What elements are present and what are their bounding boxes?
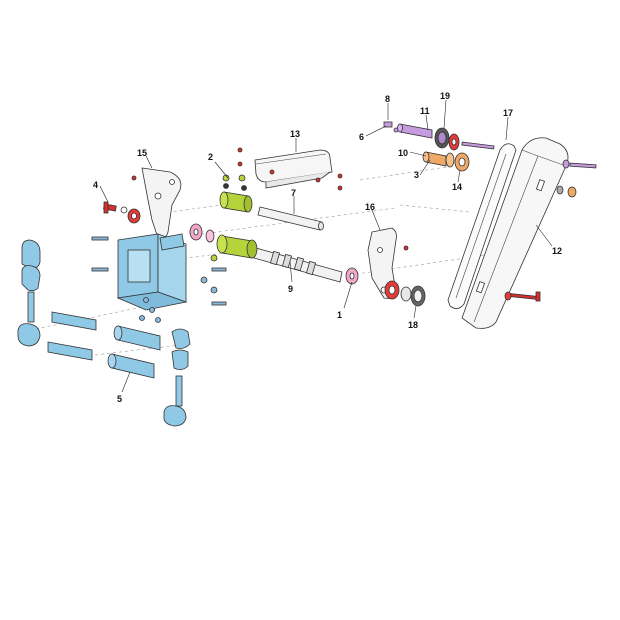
part-4-bolt-washer xyxy=(103,201,141,224)
part-13-cover-plate xyxy=(254,149,333,189)
blue-screws xyxy=(91,236,227,323)
part-11-pin xyxy=(397,123,433,139)
part-9-shaft xyxy=(253,247,343,283)
label-7: 7 xyxy=(291,188,296,198)
blue-linkage-rods xyxy=(17,239,191,427)
label-5: 5 xyxy=(117,394,122,404)
part-12-side-arm xyxy=(461,137,569,329)
label-4: 4 xyxy=(93,180,98,190)
label-1: 1 xyxy=(337,310,342,320)
small-red-screws xyxy=(131,147,409,251)
label-16: 16 xyxy=(365,202,375,212)
label-15: 15 xyxy=(137,148,147,158)
part-18-bearing-washers xyxy=(384,280,426,307)
part-labels: 1 2 3 4 5 6 7 8 9 10 11 12 13 14 15 16 1… xyxy=(93,91,562,404)
label-11: 11 xyxy=(420,106,430,116)
label-9: 9 xyxy=(288,284,293,294)
part-7-rod xyxy=(257,206,324,231)
leader-lines xyxy=(99,99,553,393)
part-19-gear-pulley xyxy=(434,127,495,151)
part-5-frame xyxy=(116,233,188,311)
label-18: 18 xyxy=(408,320,418,330)
part-17-belt xyxy=(447,143,517,309)
label-8: 8 xyxy=(385,94,390,104)
right-upper-bolt xyxy=(556,159,597,198)
label-19: 19 xyxy=(440,91,450,101)
label-17: 17 xyxy=(503,108,513,118)
part-2-bushings xyxy=(210,174,258,262)
label-2: 2 xyxy=(208,152,213,162)
label-10: 10 xyxy=(398,148,408,158)
part-8-small-pin xyxy=(383,121,399,133)
label-13: 13 xyxy=(290,129,300,139)
label-14: 14 xyxy=(452,182,462,192)
right-arm-bolt xyxy=(504,291,541,302)
part-1-spacers xyxy=(189,223,359,285)
label-6: 6 xyxy=(359,132,364,142)
label-12: 12 xyxy=(552,246,562,256)
arm-slot-lower xyxy=(475,281,486,294)
arm-slot xyxy=(535,179,546,192)
part-3-14-pulley xyxy=(422,151,470,172)
label-3: 3 xyxy=(414,170,419,180)
part-15-left-bracket xyxy=(141,167,182,239)
